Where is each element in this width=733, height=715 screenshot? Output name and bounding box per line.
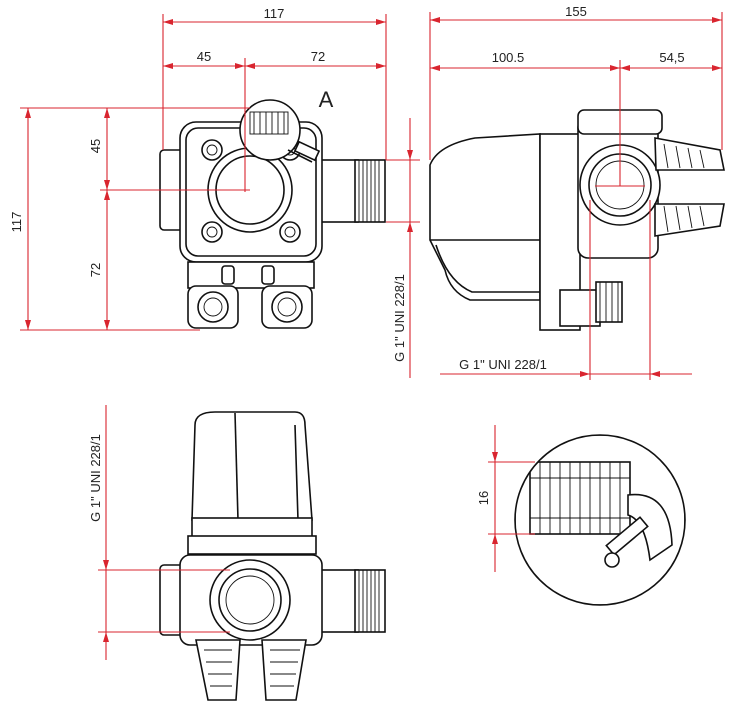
front-view-dimensions: 117 45 72 117 45 72 G 1" UNI 228/1 A xyxy=(9,6,420,378)
top-outlet-thread xyxy=(354,569,386,633)
front-lower-ports xyxy=(187,285,313,329)
dim-front-height-top: 45 xyxy=(88,139,103,153)
front-outlet-thread xyxy=(354,159,386,223)
dim-side-width-total: 155 xyxy=(565,4,587,19)
front-view xyxy=(159,99,386,329)
top-cap xyxy=(191,411,313,521)
side-view-dimensions: 155 100.5 54,5 G 1" UNI 228/1 xyxy=(429,4,723,380)
front-lower-bracket xyxy=(187,261,315,289)
top-fin-left xyxy=(195,639,241,701)
dim-front-width-total: 117 xyxy=(264,6,285,21)
thread-label-side: G 1" UNI 228/1 xyxy=(459,357,547,372)
dim-side-width-right: 54,5 xyxy=(659,50,684,65)
side-lower-connector xyxy=(559,289,601,327)
detail-a-outline xyxy=(514,434,686,606)
top-fin-right xyxy=(261,639,307,701)
top-port xyxy=(209,559,291,641)
thread-label-front: G 1" UNI 228/1 xyxy=(392,274,407,362)
top-outlet-neck xyxy=(317,569,359,633)
dim-front-width-left: 45 xyxy=(197,49,211,64)
detail-a-label: A xyxy=(319,87,334,112)
thread-label-top: G 1" UNI 228/1 xyxy=(88,434,103,522)
dim-front-height-total: 117 xyxy=(9,212,24,233)
detail-a-bubble xyxy=(239,99,301,161)
dim-front-height-bottom: 72 xyxy=(88,263,103,277)
dim-detail-height: 16 xyxy=(476,491,491,505)
detail-screw xyxy=(605,516,649,556)
dim-front-width-right: 72 xyxy=(311,49,325,64)
top-view-dimensions: G 1" UNI 228/1 xyxy=(88,405,230,660)
front-outlet-neck xyxy=(317,159,359,223)
side-fin-bottom xyxy=(654,203,725,237)
detail-a-dimensions: 16 xyxy=(476,425,535,572)
dim-side-width-left: 100.5 xyxy=(492,50,525,65)
side-view xyxy=(429,109,725,331)
top-view xyxy=(159,411,386,701)
top-cap-band xyxy=(191,517,313,539)
side-cap xyxy=(429,133,541,301)
detail-lever xyxy=(627,493,673,562)
detail-a-view xyxy=(514,434,686,606)
